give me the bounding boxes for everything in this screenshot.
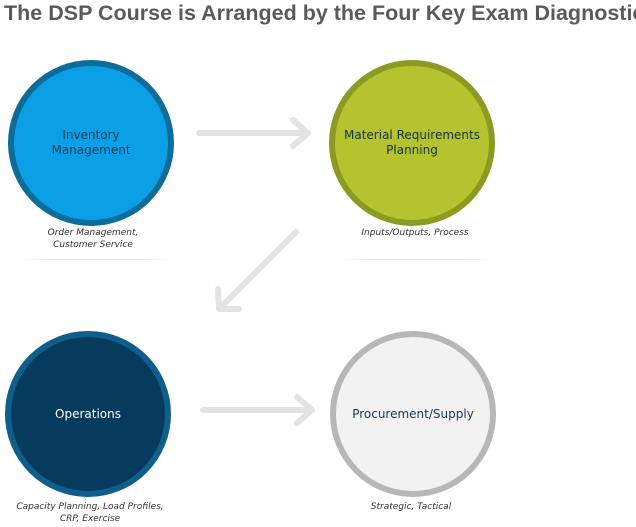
caption-inventory: Order Management, Customer Service xyxy=(47,228,139,250)
arrow-inventory-to-mrp xyxy=(196,117,311,149)
arrow-mrp-to-operations xyxy=(215,229,299,312)
caption-procurement: Strategic, Tactical xyxy=(370,502,452,512)
node-label: Inventory Management xyxy=(51,128,131,157)
node-operations: Operations xyxy=(5,331,171,497)
caption-mrp: Inputs/Outputs, Process xyxy=(361,228,469,238)
arrow-operations-to-procurement xyxy=(200,394,315,426)
node-label: Operations xyxy=(55,406,121,421)
node-label: Material Requirements Planning xyxy=(344,128,480,157)
caption-underline xyxy=(340,259,496,260)
node-label: Procurement/Supply xyxy=(352,406,474,421)
caption-underline xyxy=(18,259,174,260)
caption-operations: Capacity Planning, Load Profiles, CRP, E… xyxy=(16,502,164,524)
page-title: The DSP Course is Arranged by the Four K… xyxy=(4,1,636,25)
node-inventory-management: Inventory Management xyxy=(8,60,174,226)
node-material-requirements-planning: Material Requirements Planning xyxy=(329,60,495,226)
node-procurement-supply: Procurement/Supply xyxy=(330,331,496,497)
